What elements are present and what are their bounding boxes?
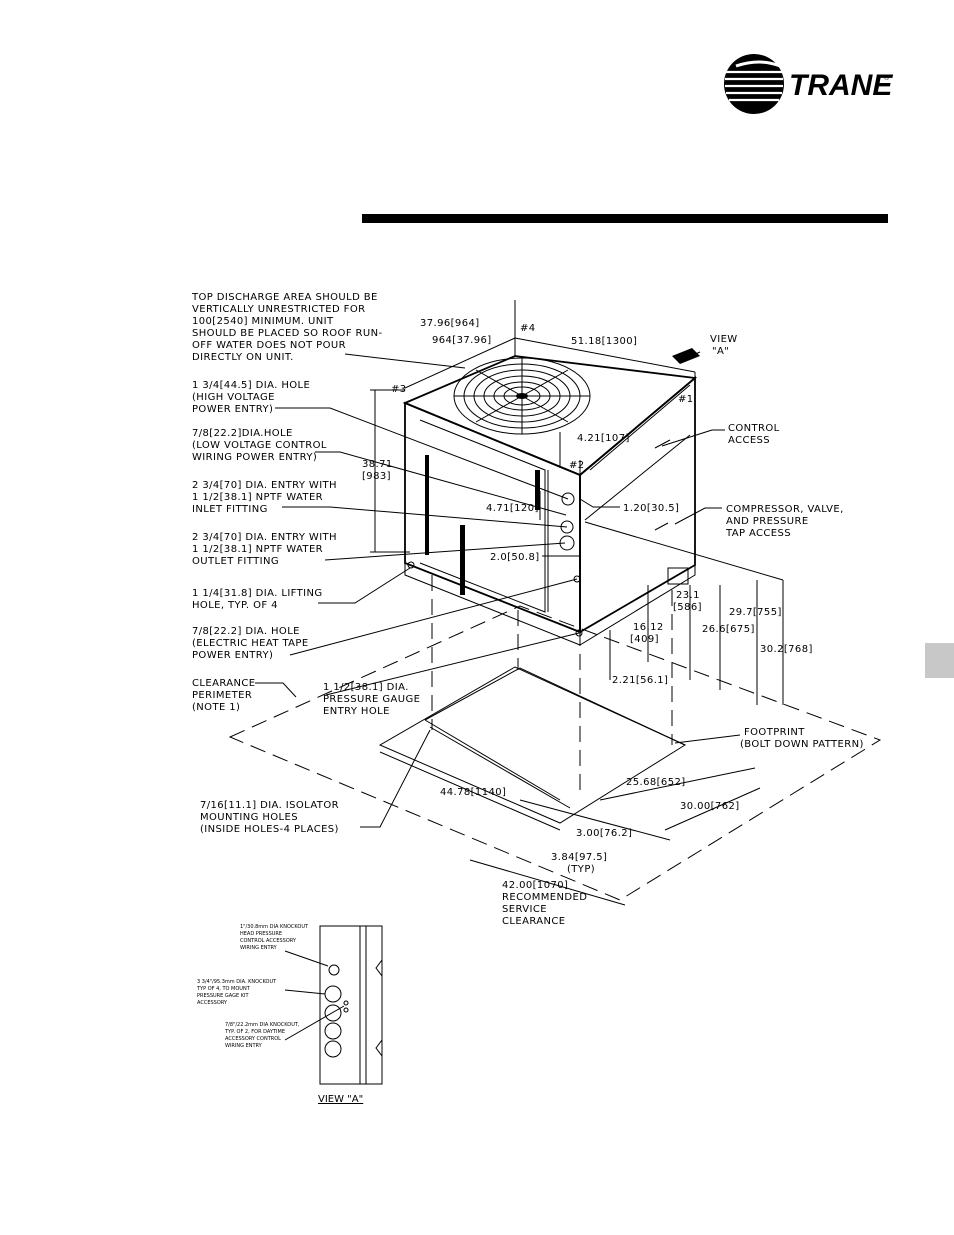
water-inlet-hole [560, 520, 574, 534]
dim-30-2: 30.2[768] [760, 644, 813, 655]
note-control-access: CONTROL ACCESS [728, 423, 783, 446]
note-view-a: VIEW "A" [710, 334, 741, 357]
registered-mark: ® [884, 74, 890, 82]
note-footprint: FOOTPRINT (BOLT DOWN PATTERN) [740, 727, 864, 750]
clearance-perimeter [228, 605, 882, 901]
corner-4: #4 [520, 323, 536, 334]
unit-left-face [404, 401, 581, 634]
dim-37-96: 37.96[964] [420, 318, 480, 329]
corner-3: #3 [391, 384, 407, 395]
fan-grille [453, 357, 591, 435]
note-water-inlet: 2 3/4[70] DIA. ENTRY WITH 1 1/2[38.1] NP… [192, 480, 341, 515]
notes: TOP DISCHARGE AREA SHOULD BE VERTICALLY … [191, 292, 864, 927]
note-water-outlet: 2 3/4[70] DIA. ENTRY WITH 1 1/2[38.1] NP… [192, 532, 341, 567]
note-pressure-gauge: 1 1/2[38.1] DIA. PRESSURE GAUGE ENTRY HO… [323, 682, 424, 717]
note-service-clearance: 42.00[1070] RECOMMENDED SERVICE CLEARANC… [502, 880, 591, 927]
knockout-head-label: 1"/30.8mm DIA KNOCKOUT HEAD PRESSURE CON… [240, 924, 310, 951]
dim-51-18: 51.18[1300] [571, 336, 637, 347]
dim-23-1: 23.1 [586] [673, 590, 703, 613]
note-low-voltage: 7/8[22.2]DIA.HOLE (LOW VOLTAGE CONTROL W… [192, 428, 330, 463]
heat-tape-hole [573, 575, 581, 583]
dim-38-71: 38.71 [983] [362, 459, 396, 482]
dim-4-21: 4.21[107] [577, 433, 630, 444]
knockout-gauge-label: 3 3/4"/95.3mm DIA. KNOCKOUT TYP OF 4, TO… [196, 979, 278, 1006]
high-voltage-hole [561, 492, 575, 506]
dim-2-0: 2.0[50.8] [490, 552, 540, 563]
dim-1-20: 1.20[30.5] [623, 503, 679, 514]
note-high-voltage: 1 3/4[44.5] DIA. HOLE (HIGH VOLTAGE POWE… [192, 380, 314, 415]
view-a-detail: 1"/30.8mm DIA KNOCKOUT HEAD PRESSURE CON… [196, 924, 383, 1105]
dim-44-78: 44.78[1140] [440, 787, 506, 798]
corner-1: #1 [678, 394, 694, 405]
dim-16-12: 16.12 [409] [630, 622, 667, 645]
note-compressor-access: COMPRESSOR, VALVE, AND PRESSURE TAP ACCE… [725, 504, 847, 539]
dim-2-21: 2.21[56.1] [612, 675, 668, 686]
dim-29-7: 29.7[755] [729, 607, 782, 618]
corner-labels: #1 #2 #3 #4 [391, 323, 694, 471]
view-a-arrow [672, 348, 701, 364]
dim-26-6: 26.6[675] [702, 624, 755, 635]
note-lifting: 1 1/4[31.8] DIA. LIFTING HOLE, TYP. OF 4 [192, 588, 326, 611]
view-a-title: VIEW "A" [318, 1094, 363, 1105]
dim-3-84: 3.84[97.5] (TYP) [551, 852, 611, 875]
dim-30-00: 30.00[762] [680, 801, 740, 812]
dim-4-71: 4.71[120] [486, 503, 539, 514]
dim-964: 964[37.96] [432, 335, 492, 346]
dimension-lines [370, 300, 784, 906]
trane-logo: TRANE ® [724, 54, 893, 114]
knockout-daytime-label: 7/8"/22.2mm DIA KNOCKOUT, TYP. OF 2, FOR… [224, 1022, 301, 1049]
note-clearance-perimeter: CLEARANCE PERIMETER (NOTE 1) [192, 678, 259, 713]
note-heat-tape: 7/8[22.2] DIA. HOLE (ELECTRIC HEAT TAPE … [192, 626, 312, 661]
lifting-hole [575, 629, 583, 637]
dimension-labels: 37.96[964] 964[37.96] 51.18[1300] 38.71 … [362, 318, 813, 875]
dim-25-68: 25.68[652] [626, 777, 686, 788]
side-tab [925, 643, 954, 678]
note-top-discharge: TOP DISCHARGE AREA SHOULD BE VERTICALLY … [191, 292, 386, 363]
footprint-pattern [378, 666, 687, 824]
dim-3-00: 3.00[76.2] [576, 828, 632, 839]
header-rule [362, 214, 888, 223]
leader-lines [255, 353, 741, 828]
corner-2: #2 [569, 460, 585, 471]
condenser-unit [402, 355, 698, 646]
note-isolator: 7/16[11.1] DIA. ISOLATOR MOUNTING HOLES … [200, 800, 343, 835]
brand-name: TRANE [789, 69, 893, 102]
